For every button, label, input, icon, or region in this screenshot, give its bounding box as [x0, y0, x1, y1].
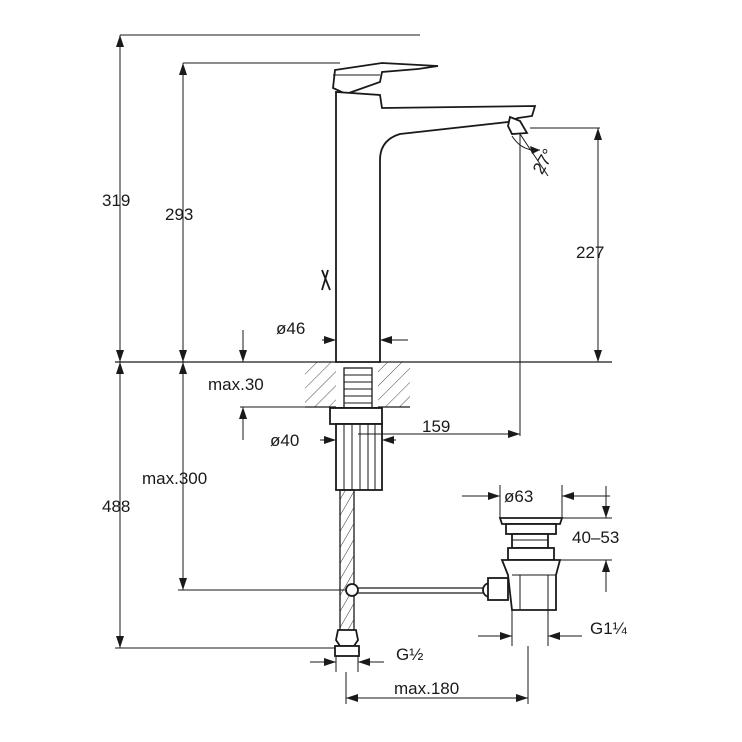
faucet-body: [321, 62, 537, 363]
dim-max-distance: [345, 646, 529, 704]
dim-spout-height: [179, 62, 340, 362]
dim-below-height-label: 488: [102, 497, 130, 516]
dim-max-thickness: [239, 330, 336, 440]
dim-body-diameter-label: ø46: [276, 319, 305, 338]
dim-max-hose: [178, 362, 346, 591]
dim-shank-diameter-label: ø40: [270, 431, 299, 450]
dim-max-thickness-label: max.30: [208, 375, 264, 394]
dim-outlet-height-label: 227: [576, 243, 604, 262]
dim-waste-diameter-label: ø63: [504, 487, 533, 506]
dim-hose-thread-label: G½: [396, 645, 423, 664]
dim-total-height: [116, 34, 420, 362]
flexible-hose: [334, 489, 360, 657]
dim-waste-thread: [478, 610, 582, 646]
dim-waste-range-label: 40–53: [572, 528, 619, 547]
dim-waste-range: [560, 486, 612, 592]
dim-total-height-label: 319: [102, 191, 130, 210]
dim-below-height: [115, 362, 335, 649]
countertop: [115, 361, 612, 408]
dim-body-diameter: [322, 336, 408, 344]
dim-shank-diameter: [320, 436, 396, 444]
dim-waste-diameter: [462, 485, 610, 518]
dim-projection: [358, 134, 521, 438]
dim-spout-angle: [511, 133, 549, 177]
faucet-shank: [329, 367, 383, 491]
dim-projection-label: 159: [422, 417, 450, 436]
dim-waste-thread-label: G1¼: [590, 619, 628, 638]
dim-outlet-height: [530, 127, 602, 362]
dim-max-hose-label: max.300: [142, 469, 207, 488]
waste-drain: [487, 517, 564, 611]
pop-up-rod: [345, 582, 498, 598]
dim-max-distance-label: max.180: [394, 679, 459, 698]
dim-spout-height-label: 293: [165, 205, 193, 224]
dim-hose-thread: [310, 656, 384, 672]
